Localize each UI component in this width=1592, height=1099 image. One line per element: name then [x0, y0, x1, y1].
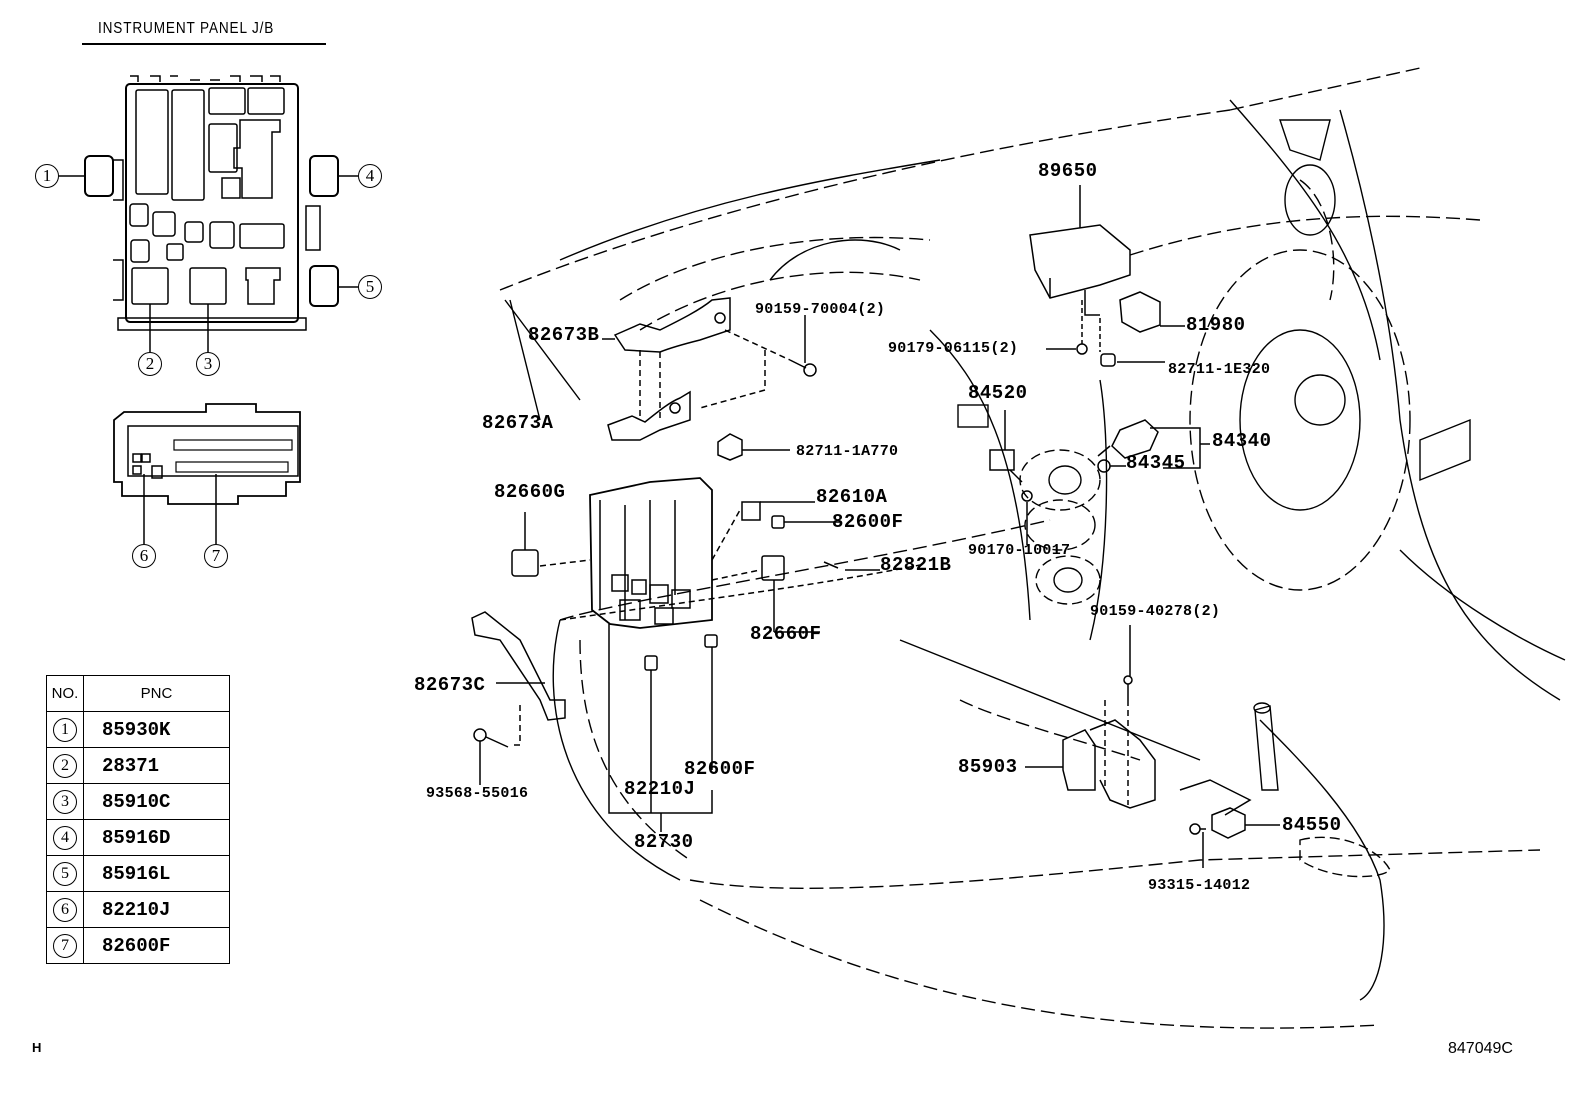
part-number[interactable]: 85916D [83, 819, 230, 856]
callout-5[interactable]: 5 [358, 275, 382, 299]
part-label-93568-55016[interactable]: 93568-55016 [426, 785, 529, 802]
part-number[interactable]: 85916L [83, 855, 230, 892]
callout-1[interactable]: 1 [35, 164, 59, 188]
header-no: NO. [46, 675, 84, 712]
table-row[interactable]: 5 85916L [46, 855, 230, 892]
part-label-84550[interactable]: 84550 [1282, 814, 1342, 836]
table-row[interactable]: 3 85910C [46, 783, 230, 820]
part-label-82821B[interactable]: 82821B [880, 554, 952, 576]
part-label-90170-10017[interactable]: 90170-10017 [968, 542, 1071, 559]
pnc-table: NO. PNC 1 85930K 2 28371 3 85910C 4 8591… [46, 675, 230, 964]
part-label-89650[interactable]: 89650 [1038, 160, 1098, 182]
part-label-84520[interactable]: 84520 [968, 382, 1028, 404]
part-label-82673C[interactable]: 82673C [414, 674, 486, 696]
row-number: 7 [53, 933, 77, 958]
part-label-82660G[interactable]: 82660G [494, 481, 566, 503]
pnc-table-header: NO. PNC [46, 675, 230, 712]
part-label-85903[interactable]: 85903 [958, 756, 1018, 778]
part-label-82600F-top[interactable]: 82600F [832, 511, 904, 533]
table-row[interactable]: 7 82600F [46, 927, 230, 964]
corner-mark: H [32, 1040, 42, 1055]
part-label-82610A[interactable]: 82610A [816, 486, 888, 508]
callout-4[interactable]: 4 [358, 164, 382, 188]
part-number[interactable]: 82600F [83, 927, 230, 964]
part-label-82600F-bottom[interactable]: 82600F [684, 758, 756, 780]
callout-2[interactable]: 2 [138, 352, 162, 376]
header-pnc: PNC [83, 675, 230, 712]
row-number: 2 [53, 753, 77, 778]
part-label-82673B[interactable]: 82673B [528, 324, 600, 346]
table-row[interactable]: 6 82210J [46, 891, 230, 928]
part-label-84345[interactable]: 84345 [1126, 452, 1186, 474]
part-number[interactable]: 28371 [83, 747, 230, 784]
row-number: 3 [53, 789, 77, 814]
junction-block-rear-view [113, 403, 301, 544]
part-label-90159-40278[interactable]: 90159-40278(2) [1090, 603, 1221, 620]
dashboard-outline [499, 67, 1566, 1029]
figure-code: 847049C [1448, 1040, 1513, 1057]
part-label-81980[interactable]: 81980 [1186, 314, 1246, 336]
part-label-90179-06115[interactable]: 90179-06115(2) [888, 340, 1019, 357]
part-label-82210J[interactable]: 82210J [624, 778, 696, 800]
junction-block-front-view [59, 75, 358, 352]
callout-7[interactable]: 7 [204, 544, 228, 568]
callout-6[interactable]: 6 [132, 544, 156, 568]
part-label-82673A[interactable]: 82673A [482, 412, 554, 434]
part-label-82730[interactable]: 82730 [634, 831, 694, 853]
part-label-84340[interactable]: 84340 [1212, 430, 1272, 452]
part-label-93315-14012[interactable]: 93315-14012 [1148, 877, 1251, 894]
part-label-82711-1E320[interactable]: 82711-1E320 [1168, 361, 1271, 378]
callout-3[interactable]: 3 [196, 352, 220, 376]
part-label-90159-70004[interactable]: 90159-70004(2) [755, 301, 886, 318]
row-number: 5 [53, 861, 77, 886]
part-label-82711-1A770[interactable]: 82711-1A770 [796, 443, 899, 460]
title-underline [82, 43, 326, 45]
table-row[interactable]: 4 85916D [46, 819, 230, 856]
part-label-82660F[interactable]: 82660F [750, 623, 822, 645]
part-glyphs [471, 185, 1280, 868]
row-number: 1 [53, 717, 77, 742]
row-number: 4 [53, 825, 77, 850]
part-number[interactable]: 85930K [83, 711, 230, 748]
row-number: 6 [53, 897, 77, 922]
diagram-title: INSTRUMENT PANEL J/B [98, 20, 275, 37]
part-number[interactable]: 85910C [83, 783, 230, 820]
table-row[interactable]: 2 28371 [46, 747, 230, 784]
table-row[interactable]: 1 85930K [46, 711, 230, 748]
part-number[interactable]: 82210J [83, 891, 230, 928]
